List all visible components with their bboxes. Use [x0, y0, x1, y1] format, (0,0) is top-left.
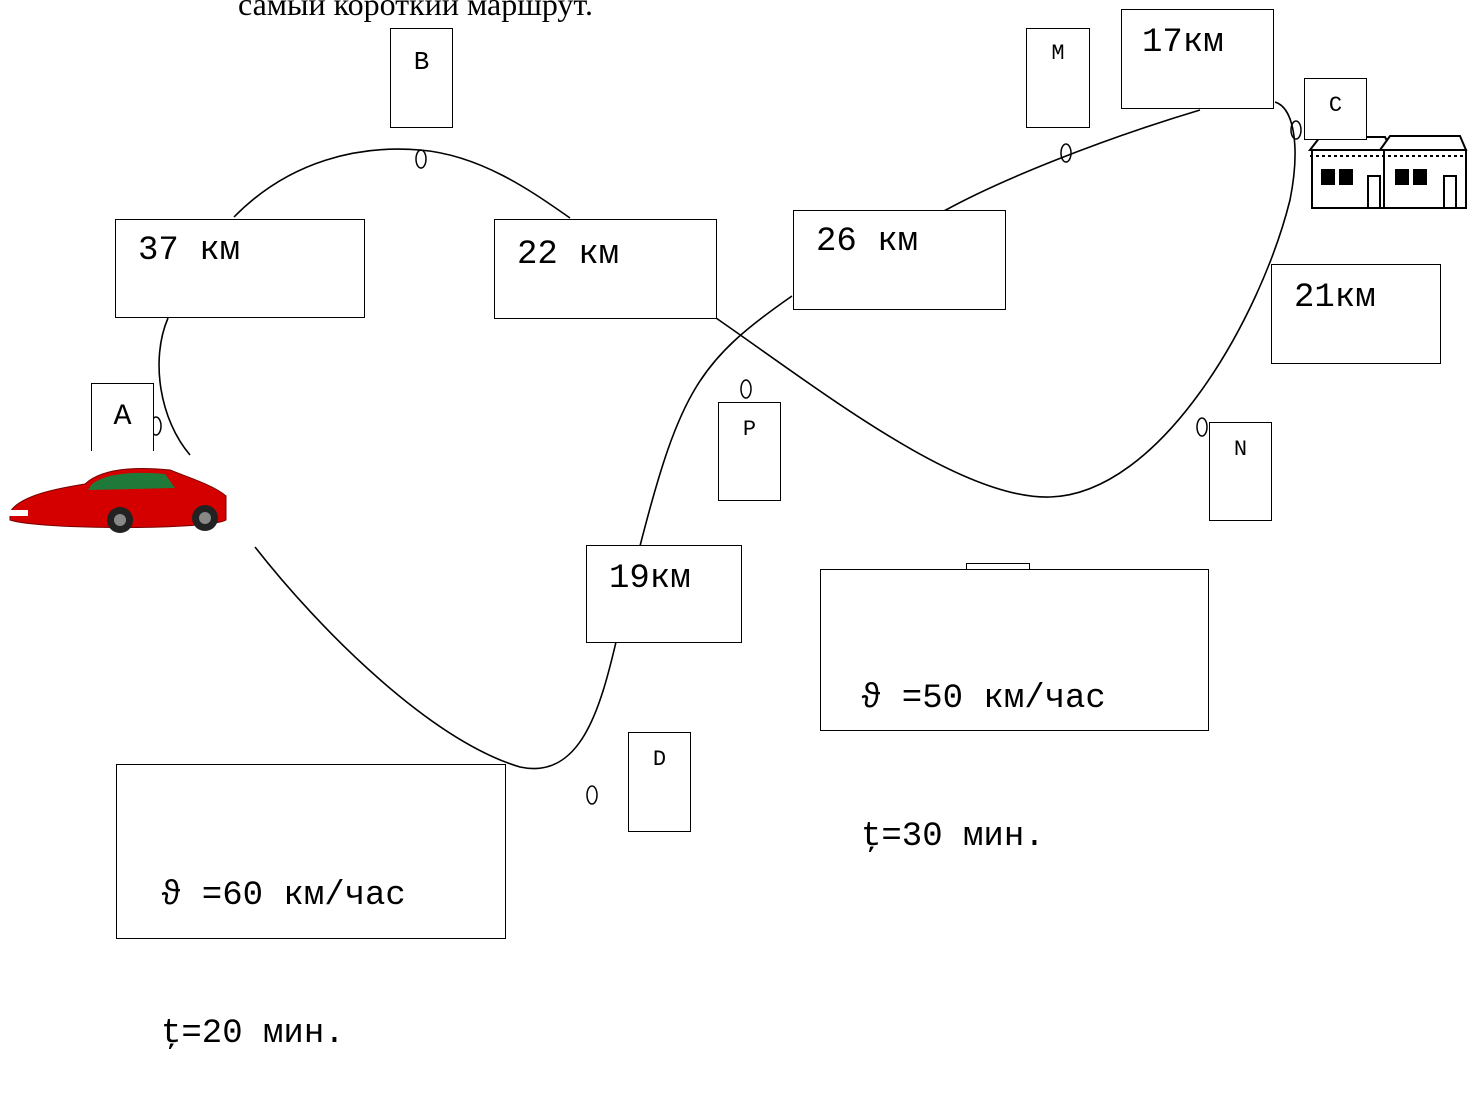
- header-text: самый короткий маршрут.: [238, 0, 593, 22]
- route-a-b-lower: [158, 317, 191, 456]
- waypoint-n-marker: [1196, 417, 1208, 437]
- point-p-label: P: [718, 402, 781, 501]
- point-n-label: N: [1209, 422, 1272, 521]
- car-icon: [8, 468, 227, 533]
- waypoint-d-marker: [586, 785, 598, 805]
- info-box-b: ϑ =50 км/час ţ=30 мин.: [820, 569, 1209, 856]
- point-b-label: B: [390, 28, 453, 128]
- route-b-n-c: [715, 101, 1296, 498]
- distance-d-p: 19км: [586, 545, 742, 643]
- point-c-label: C: [1304, 78, 1367, 140]
- info-b-time: ţ=30 мин.: [861, 818, 1045, 856]
- route-a-b: [233, 148, 571, 219]
- point-d-label: D: [628, 732, 691, 832]
- info-b-speed: ϑ =50 км/час: [861, 680, 1106, 718]
- route-p-m-c: [943, 109, 1201, 212]
- point-m-label: M: [1026, 28, 1090, 128]
- distance-m-c: 17км: [1121, 9, 1274, 109]
- point-a-label: A: [91, 383, 154, 451]
- route-a-d: [254, 546, 617, 770]
- distance-b-n: 22 км: [494, 219, 717, 319]
- distance-a-b: 37 км: [115, 219, 365, 318]
- distance-c-n: 21км: [1271, 264, 1441, 364]
- waypoint-c-marker: [1290, 120, 1302, 140]
- route-map: [8, 101, 1468, 805]
- waypoint-p-marker: [740, 379, 752, 399]
- info-a-speed: ϑ =60 км/час: [161, 877, 406, 915]
- distance-p-m: 26 км: [793, 210, 1006, 310]
- waypoint-m-marker: [1060, 143, 1072, 163]
- house-icon: [1307, 135, 1468, 209]
- waypoint-b-marker: [415, 149, 427, 169]
- route-d-p: [639, 295, 793, 547]
- info-a-time: ţ=20 мин.: [161, 1015, 345, 1053]
- info-box-a: ϑ =60 км/час ţ=20 мин.: [116, 764, 506, 1053]
